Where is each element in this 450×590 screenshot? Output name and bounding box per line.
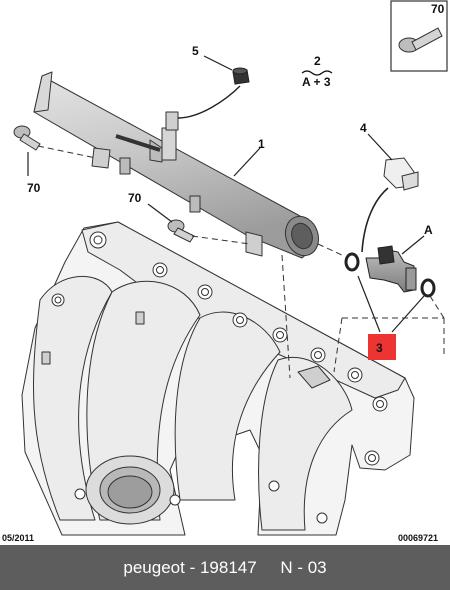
leader-lines	[27, 55, 425, 333]
caption-page: N - 03	[280, 557, 327, 577]
callout-2-tilde-icon	[301, 70, 333, 76]
callout-2-formula: A + 3	[302, 75, 331, 89]
callout-70-left: 70	[27, 181, 41, 195]
caption-gap	[257, 558, 281, 578]
protective-cap	[232, 67, 250, 85]
caption-bar: peugeot - 198147 N - 03	[0, 545, 450, 590]
diagram-date: 05/2011	[2, 533, 34, 543]
highlight-box-3	[368, 334, 396, 360]
callout-70-middle: 70	[128, 191, 142, 205]
caption-separator: -	[184, 557, 200, 577]
callout-5: 5	[192, 44, 199, 58]
caption-brand: peugeot	[123, 557, 185, 577]
dashed-guide-lines	[37, 145, 445, 379]
exploded-parts-diagram: 70 5 2 A + 3 1 4 70 70 A 3 05/2011 00069…	[2, 0, 448, 543]
intake-manifold	[21, 221, 415, 536]
bolt-left	[13, 125, 41, 151]
callout-a: A	[424, 223, 433, 237]
fuel-injector	[344, 245, 436, 298]
retaining-clip	[383, 157, 419, 191]
callout-70-box: 70	[431, 2, 445, 16]
caption-part-number: 198147	[199, 557, 257, 577]
fuel-rail	[33, 71, 320, 259]
bolt-middle	[167, 219, 195, 243]
bolt-detail-box	[390, 0, 448, 72]
callout-1: 1	[258, 137, 265, 151]
callout-2: 2	[314, 54, 321, 68]
callout-4: 4	[360, 121, 367, 135]
callout-3: 3	[376, 341, 383, 355]
diagram-doc-number: 00069721	[398, 533, 438, 543]
